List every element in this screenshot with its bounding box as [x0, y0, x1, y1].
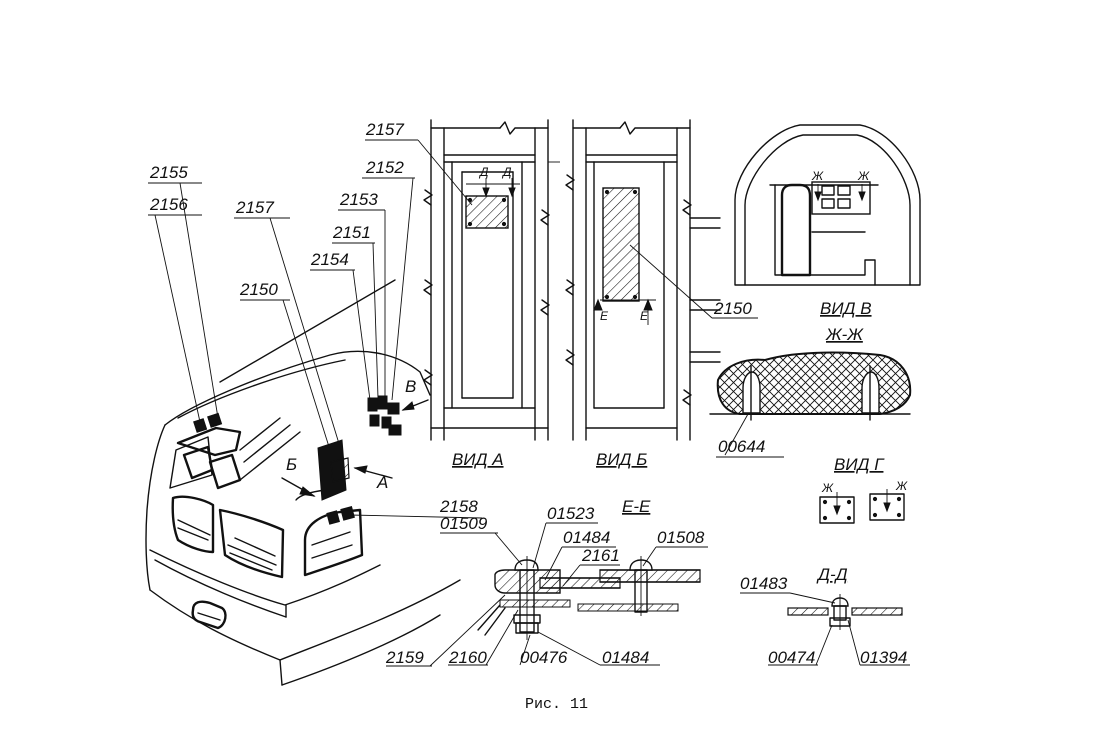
label-2158: 2158 — [439, 497, 478, 516]
marker-d1: Д — [478, 165, 489, 179]
label-2150-left: 2150 — [239, 280, 278, 299]
label-00474: 00474 — [768, 648, 815, 667]
marker-zh4: Ж — [895, 479, 908, 493]
marker-zh1: Ж — [811, 169, 824, 183]
label-2161: 2161 — [581, 546, 620, 565]
label-01483: 01483 — [740, 574, 788, 593]
section-d-title: Д-Д — [816, 565, 848, 584]
label-2154: 2154 — [310, 250, 349, 269]
view-b-title: ВИД Б — [596, 450, 647, 469]
view-titles: ВИД А ВИД Б ВИД В Ж-Ж ВИД Г Е-Е Д-Д — [452, 299, 885, 584]
label-01508: 01508 — [657, 528, 705, 547]
locomotive-cab-drawing — [145, 279, 461, 686]
section-e-e-drawing — [386, 522, 708, 667]
view-a-drawing — [423, 119, 560, 441]
view-b-drawing — [565, 119, 758, 441]
label-01523: 01523 — [547, 504, 595, 523]
label-2160: 2160 — [448, 648, 487, 667]
figure-caption: Рис. 11 — [525, 696, 588, 713]
part-number-labels: 2155 2156 2157 2150 2157 2152 2153 2151 … — [149, 120, 907, 667]
label-2157-left: 2157 — [235, 198, 274, 217]
section-zh-title: Ж-Ж — [825, 325, 864, 344]
label-2151: 2151 — [332, 223, 371, 242]
view-v-title: ВИД В — [820, 299, 872, 318]
view-a-title: ВИД А — [452, 450, 504, 469]
section-zh-zh-drawing — [709, 351, 912, 458]
marker-zh3: Ж — [821, 481, 834, 495]
marker-b: Б — [286, 455, 297, 474]
label-2159: 2159 — [385, 648, 424, 667]
label-01509: 01509 — [440, 514, 488, 533]
label-2152: 2152 — [365, 158, 404, 177]
section-d-d-drawing — [740, 592, 910, 666]
view-markers: Б А В Д Д Е Е Ж Ж Ж Ж — [286, 165, 908, 495]
view-g-title: ВИД Г — [834, 455, 885, 474]
label-2157-top: 2157 — [365, 120, 404, 139]
label-00644: 00644 — [718, 437, 765, 456]
marker-a: А — [376, 473, 388, 492]
label-01484-bottom: 01484 — [602, 648, 649, 667]
label-2150-right: 2150 — [713, 299, 752, 318]
label-2156: 2156 — [149, 195, 188, 214]
marker-e2: Е — [640, 309, 649, 323]
view-g-drawing — [819, 489, 905, 524]
marker-d2: Д — [501, 165, 512, 179]
marker-e1: Е — [600, 309, 609, 323]
label-01484-top: 01484 — [563, 528, 610, 547]
label-00476: 00476 — [520, 648, 568, 667]
section-e-title: Е-Е — [622, 497, 651, 516]
view-v-drawing — [734, 124, 921, 286]
marker-v: В — [405, 377, 416, 396]
label-2155: 2155 — [149, 163, 188, 182]
marker-zh2: Ж — [857, 169, 870, 183]
label-2153: 2153 — [339, 190, 378, 209]
label-01394: 01394 — [860, 648, 907, 667]
leader-lines — [148, 139, 483, 519]
